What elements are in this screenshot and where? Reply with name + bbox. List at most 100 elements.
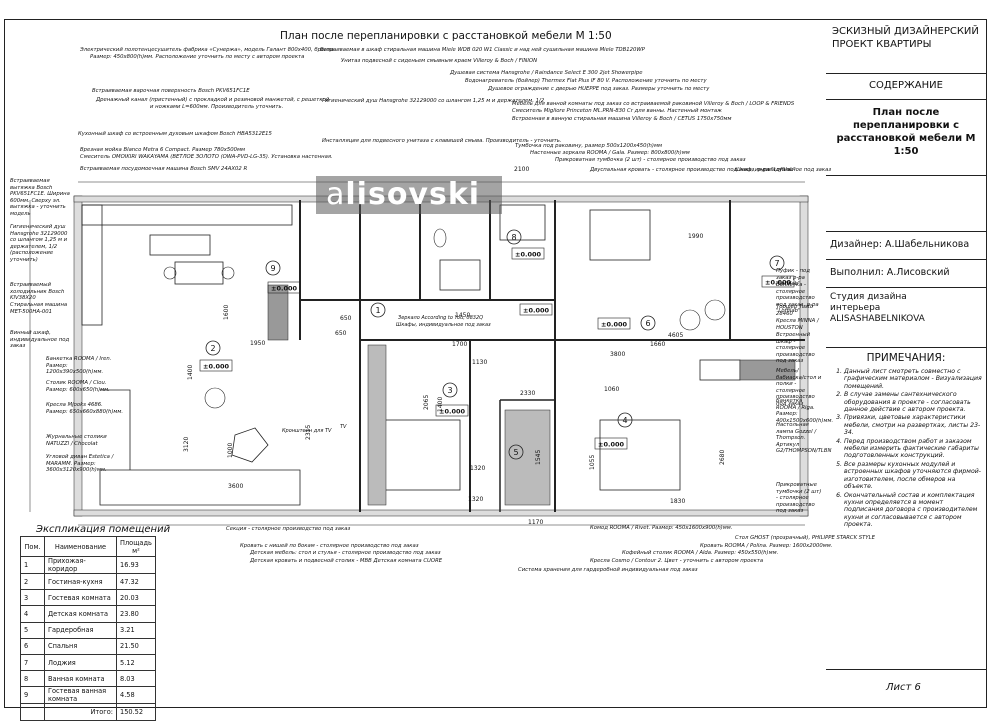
callout: Унитаз подвесной с сиденьем смывным крае… (341, 58, 538, 64)
dimension: 1990 (688, 233, 703, 240)
callout: Встроенная в ванную стиральная машина Vi… (512, 116, 732, 122)
callout: Стол GHOST (прозрачный), PHILIPPE STARCK… (735, 535, 875, 541)
designer: Дизайнер: А.Шабельникова (826, 232, 986, 260)
callout: Гигиенический душ Hansgrohe 32129000 со … (10, 224, 68, 263)
room-number: 5 (513, 448, 518, 457)
callouts: Электрический полотенцесушитель фабрика … (10, 47, 875, 573)
callout: Детская мебель: стол и стулья - столярно… (250, 550, 441, 556)
dimension: 1055 (589, 455, 596, 470)
callout: Банкетка - столярное производство под за… (776, 282, 819, 315)
dimension: 2330 (520, 390, 535, 397)
dimension: 2100 (514, 166, 529, 173)
callout: Двуспальная кровать - столярное производ… (590, 167, 796, 173)
callout: Угловой диван Estetica / MARAMM. Размер:… (46, 454, 114, 474)
title-block: ЭСКИЗНЫЙ ДИЗАЙНЕРСКИЙ ПРОЕКТ КВАРТИРЫ СО… (826, 20, 986, 708)
callout: Размер: 450х800(h)мм. Расположение уточн… (90, 54, 305, 60)
dimension: 4605 (668, 332, 683, 339)
room-number: 1 (375, 306, 380, 315)
dimension: 1000 (227, 443, 234, 458)
dimension: 2315 (305, 425, 312, 440)
callout: Кофейный столик ROOMA / Alda. Размер: 45… (622, 550, 779, 556)
dimension: 1320 (470, 465, 485, 472)
callout: Кресла Cosmo / Contour 2. Цвет - уточнит… (590, 558, 764, 564)
callout: Банкетка ROOMA / Iren. Размер: 1200х390х… (46, 356, 112, 376)
level-mark: ±0.000 (439, 408, 465, 416)
dimension: 1170 (528, 519, 543, 526)
dimension: 1450 (455, 312, 470, 319)
studio-stamp: Студия дизайна интерьера ALISASHABELNIKO… (826, 288, 986, 348)
level-mark: ±0.000 (765, 279, 791, 287)
dimension: 1060 (604, 386, 619, 393)
callout: Винный шкаф, индивидуальное под заказ (10, 330, 70, 350)
table-total-row: Итого:150.52 (20, 703, 156, 721)
room-label: Зеркало According to You, 0832Q (398, 315, 483, 321)
callout: Встраиваемая в шкаф стиральная машина Mi… (320, 47, 645, 53)
callout: Электрический полотенцесушитель фабрика … (80, 47, 336, 53)
dimension: 1600 (223, 305, 230, 320)
callout: Водонагреватель (бойлер) Thermex Flat Pl… (465, 78, 707, 84)
table-header: Площадь м² (116, 536, 156, 557)
callout: Душевая система Hansgrohe / Raindance Se… (450, 70, 643, 76)
table-header: Наименование (44, 536, 117, 557)
room-label: Шкафы, индивидуальное под заказ (396, 322, 491, 328)
callout: Дренажный канал (пристенный) с прокладко… (96, 97, 330, 103)
studio-logo: alisovski (316, 176, 502, 214)
note: Привязки, цветовые характеристики мебели… (844, 414, 982, 436)
room-label: Кронштейн для TV (282, 428, 332, 434)
level-mark: ±0.000 (271, 285, 297, 293)
callout: Встраиваемая посудомоечная машина Bosch … (80, 166, 248, 172)
dimension: 1400 (437, 397, 444, 412)
level-mark: ±0.000 (523, 307, 549, 315)
callout: Кровать ROOMA / Polina. Размер: 1600х200… (700, 543, 833, 549)
room-number: 2 (210, 344, 215, 353)
callout: Смеситель OMOIKIRI WAKAYAMA (BETЛОЕ ЗОЛО… (80, 154, 333, 160)
room-label: TV (340, 424, 347, 430)
callout: Кровать с нишей по бокам - столярное про… (240, 543, 419, 549)
project-title: ЭСКИЗНЫЙ ДИЗАЙНЕРСКИЙ ПРОЕКТ КВАРТИРЫ (826, 20, 986, 74)
callout: Шкаф, индивидуальное под заказ (735, 167, 832, 173)
callout: Столик ROOMA / Clou. Размер: 600х650(h)м… (46, 380, 110, 393)
sheet-frame (4, 19, 987, 708)
room-number: 3 (447, 386, 452, 395)
room-number: 7 (774, 259, 779, 268)
callout: Встраиваемый холодильник Bosch KIV38X20 (10, 282, 65, 302)
callout: Детская кровать и подвесной столик - MBB… (250, 558, 443, 564)
callout: Кухонный шкаф со встроенным духовым шкаф… (78, 131, 272, 137)
dimension: 1950 (250, 340, 265, 347)
room-number: 9 (270, 264, 275, 273)
callout: Журнальные столики NATUZZI / Chocolat (46, 434, 107, 447)
level-mark: ±0.000 (515, 251, 541, 259)
note: Данный лист смотреть совместно с графиче… (844, 368, 982, 390)
callout: Гигиенический душ Hansgrohe 32129000 со … (322, 98, 545, 104)
sheet-number: Лист 6 (886, 682, 921, 693)
table-header: Пом. (20, 536, 45, 557)
executor: Выполнил: А.Лисовский (826, 260, 986, 288)
callout: Пуфик - под заказ р-ра "Loffilab" (776, 268, 810, 288)
room-number: 8 (511, 233, 516, 242)
dimension: 1700 (452, 341, 467, 348)
dimension: 3600 (228, 483, 243, 490)
explication-title: Экспликация помещений (36, 524, 171, 535)
dimension: 1130 (472, 359, 487, 366)
dimension: 2680 (719, 450, 726, 465)
dimension: 650 (335, 330, 347, 337)
callout: Стиральная машина MET-500HA-001 (10, 302, 68, 315)
callout: Система хранения для гардеробной индивид… (518, 567, 698, 573)
note: Перед производством работ и заказом мебе… (844, 438, 982, 460)
callout: Врезная мойка Blanco Metra 6 Compact. Ра… (80, 147, 246, 153)
callout: Банкетка ROOMA / Riga. Размер: 400х1500х… (776, 398, 834, 424)
callout: Кресла MINNA / HOUSTON (776, 318, 819, 331)
dimension: 3120 (183, 437, 190, 452)
callout: Душевое ограждение с дверью HUEPPE под з… (488, 86, 710, 92)
note: Все размеры кухонных модулей и встроенны… (844, 461, 982, 491)
callout: Тумбочка под раковину, размер 500х1200х4… (515, 143, 662, 149)
callout: Встроенный шкаф - столярное производство… (776, 332, 815, 365)
